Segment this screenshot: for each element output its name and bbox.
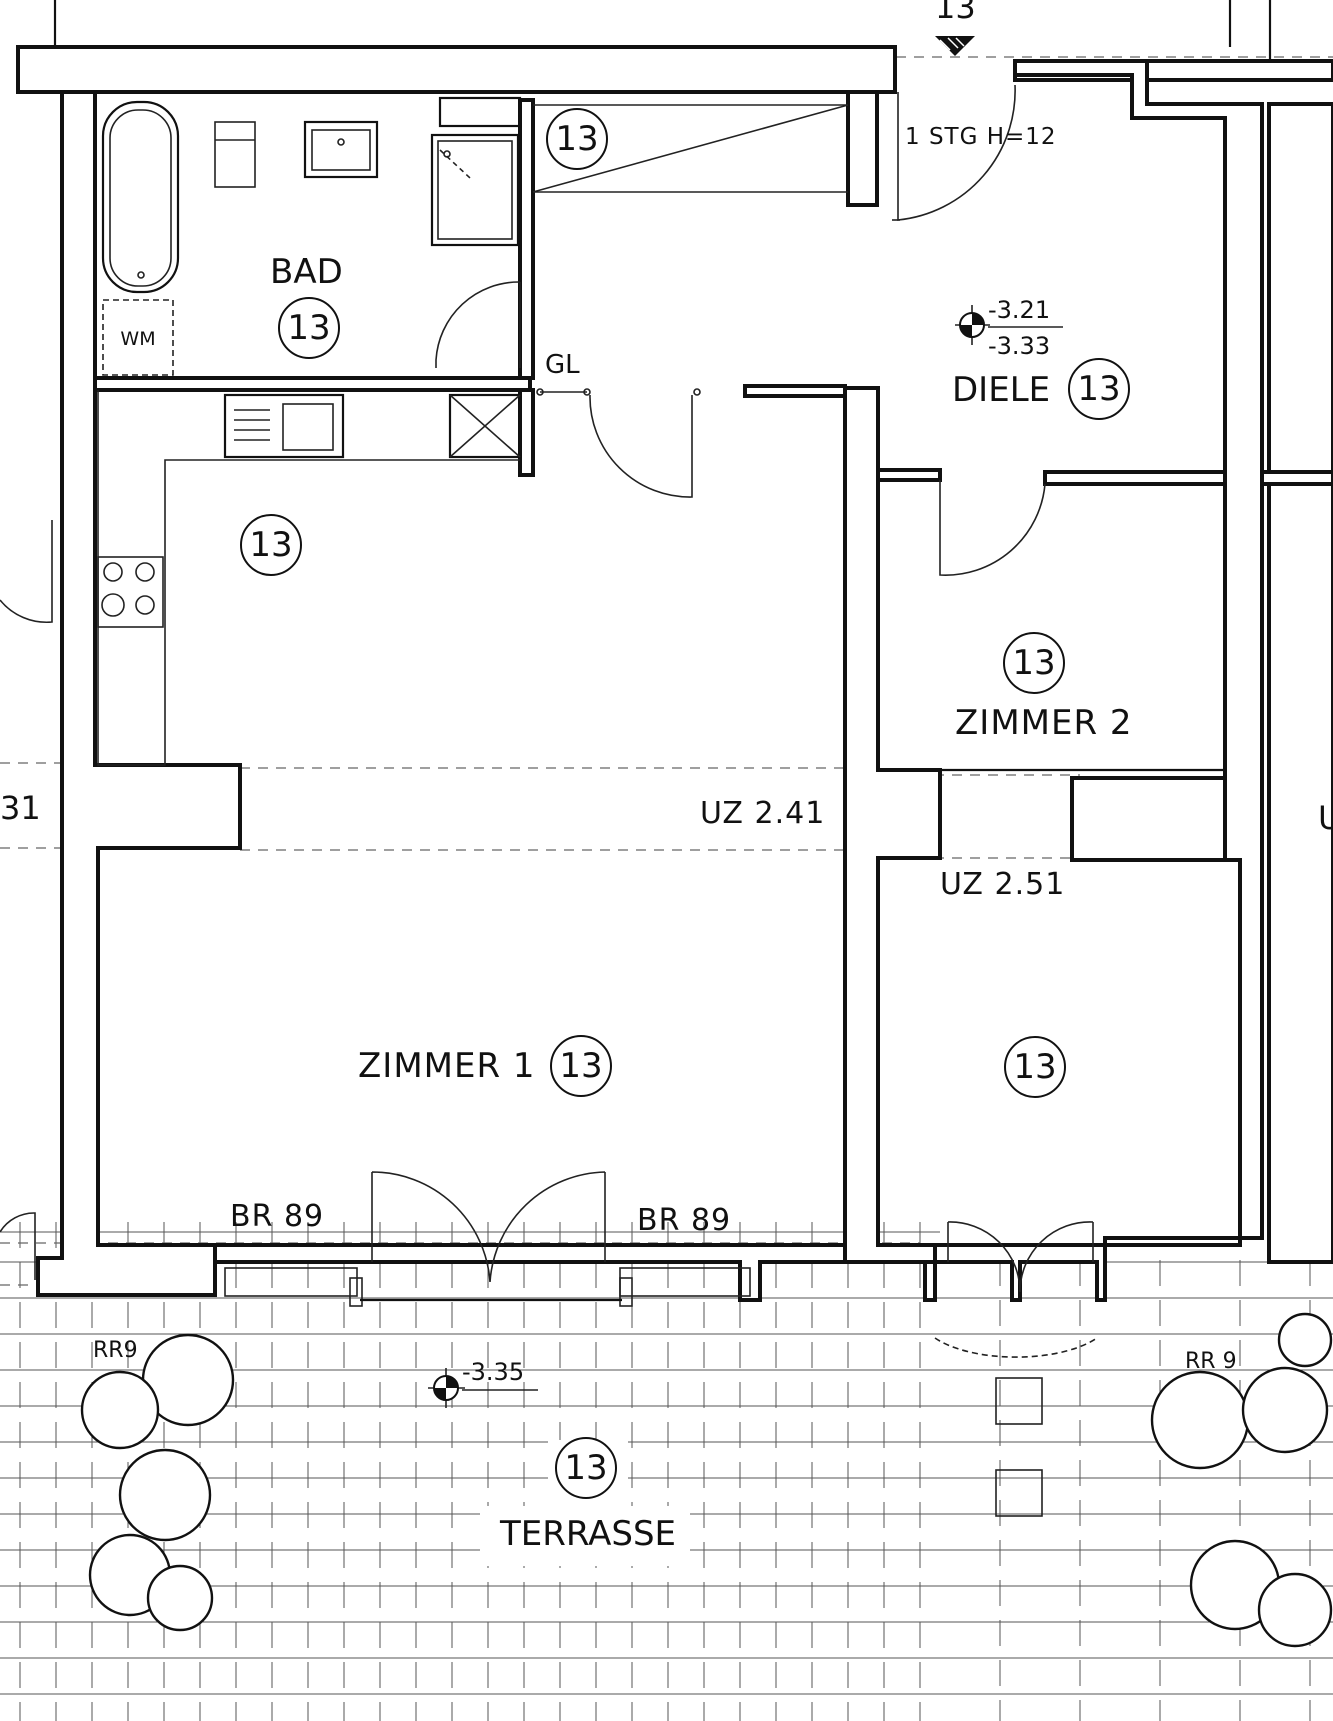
edge-label-right: U xyxy=(1318,799,1333,837)
edge-label-left: 31 xyxy=(0,789,41,827)
bathroom-fixtures: WM xyxy=(101,96,849,376)
stepping-stone xyxy=(995,1469,1043,1517)
door-swing-entrance xyxy=(897,84,1016,221)
room-name-terrasse: TERRASSE xyxy=(500,1514,677,1554)
room-tag-room3: 13 xyxy=(1013,1047,1057,1087)
room-tag-entry: 13 xyxy=(555,119,599,159)
door-swing-zimmer2 xyxy=(939,480,1046,576)
gl-label: GL xyxy=(545,350,580,380)
rr-label-left: RR9 xyxy=(93,1338,138,1363)
room-tags xyxy=(240,108,1130,1499)
stove-icon xyxy=(97,556,164,628)
arrow-down-icon xyxy=(935,36,975,56)
br-label-right: BR 89 xyxy=(637,1203,732,1238)
doors xyxy=(0,84,1098,1358)
uz-label-zimmer2: UZ 2.51 xyxy=(940,867,1066,902)
room-name-zimmer2: ZIMMER 2 xyxy=(955,703,1133,743)
level-diele-top: -3.21 xyxy=(988,296,1051,324)
room-tag-kitchen: 13 xyxy=(249,525,293,565)
level-diele-bottom: -3.33 xyxy=(988,332,1051,360)
level-terrace: -3.35 xyxy=(462,1358,525,1386)
uz-label-zimmer1: UZ 2.41 xyxy=(700,796,826,831)
bathtub-icon xyxy=(101,100,180,294)
room-tag-bad: 13 xyxy=(287,308,331,348)
sink-icon xyxy=(303,120,379,179)
room-tag-terrace: 13 xyxy=(564,1448,608,1488)
room-name-zimmer1: ZIMMER 1 xyxy=(358,1046,536,1086)
door-swing-terrace-1 xyxy=(371,1171,606,1283)
room-name-diele: DIELE xyxy=(952,370,1051,410)
kitchen xyxy=(97,390,522,766)
kitchen-sink-icon xyxy=(223,393,345,459)
rr-label-right: RR 9 xyxy=(1185,1349,1237,1374)
elevation-marker-icon xyxy=(428,1368,538,1408)
partitions xyxy=(93,98,1333,862)
trees xyxy=(80,1312,1333,1648)
room-tag-zimmer1: 13 xyxy=(559,1046,603,1086)
shower-icon xyxy=(430,133,520,247)
room-name-bad: BAD xyxy=(270,252,343,292)
br-label-left: BR 89 xyxy=(230,1199,325,1234)
elevation-marker-icon xyxy=(955,305,1063,345)
door-swing-kitchen xyxy=(589,394,693,498)
toilet-icon xyxy=(214,121,256,188)
fridge-icon xyxy=(448,393,522,459)
tree-symbol-icon xyxy=(1150,1312,1333,1648)
room-tag-diele: 13 xyxy=(1077,369,1121,409)
wm-label: WM xyxy=(120,328,155,350)
stepping-stone xyxy=(995,1377,1043,1425)
door-swing-bad xyxy=(435,281,521,368)
top-marker-label: 13 xyxy=(935,0,976,26)
door-swing-terrace-2 xyxy=(947,1221,1094,1293)
washing-machine-icon xyxy=(102,299,174,376)
stair-label: 1 STG H=12 xyxy=(905,124,1057,150)
room-tag-zimmer2: 13 xyxy=(1012,643,1056,683)
tree-symbol-icon xyxy=(80,1333,235,1632)
